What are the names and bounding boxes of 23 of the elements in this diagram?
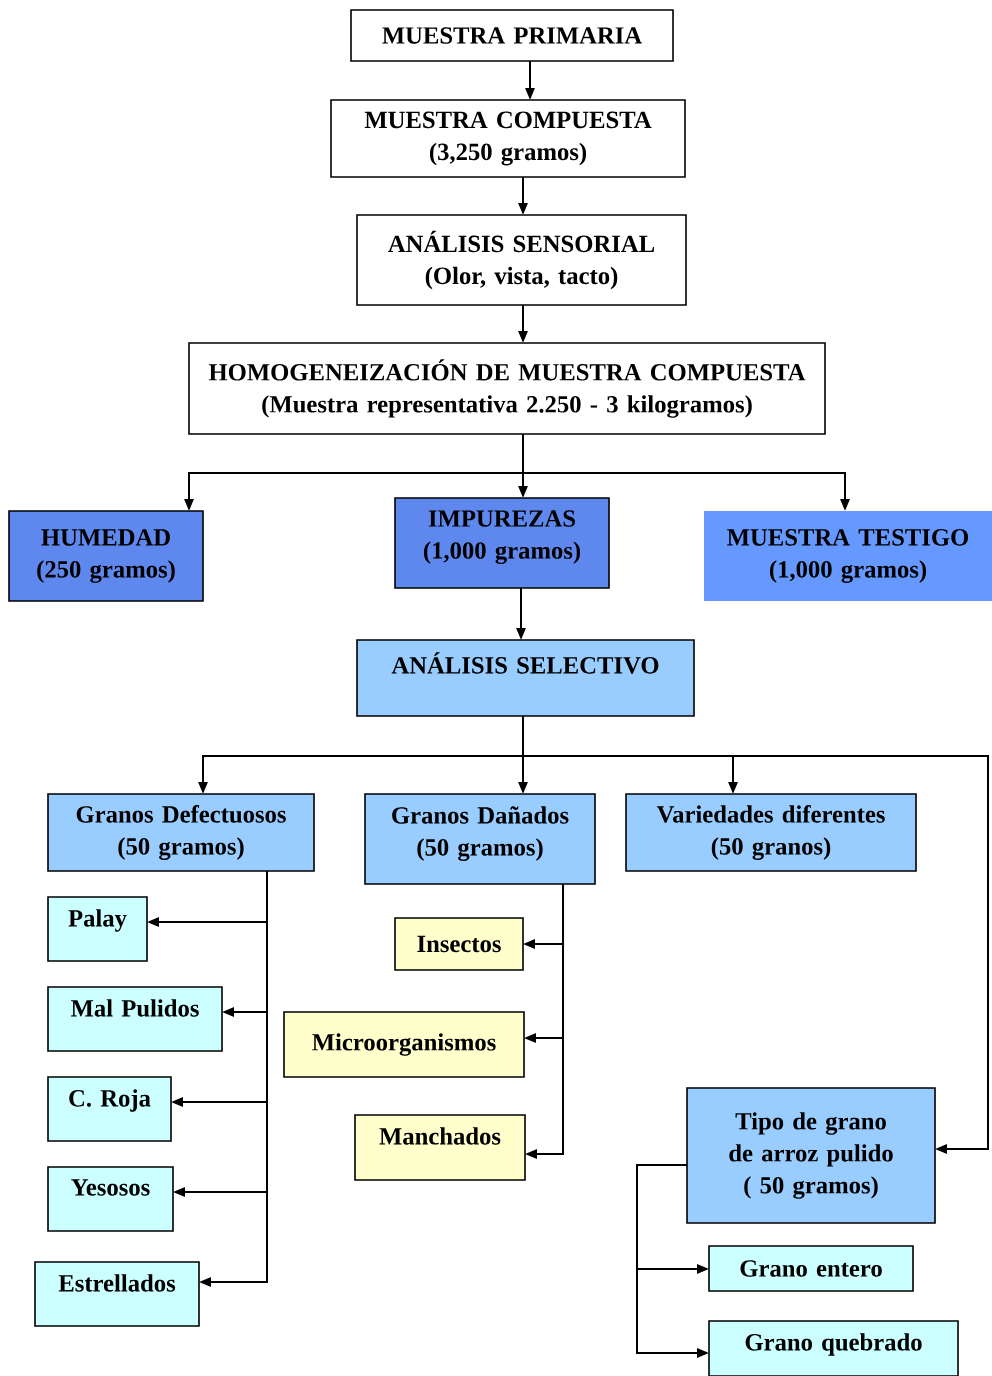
- process-box: Grano quebrado: [708, 1320, 959, 1376]
- process-box: HUMEDAD (250 gramos): [8, 510, 204, 602]
- process-box: Insectos: [394, 917, 524, 971]
- process-box: HOMOGENEIZACIÓN DE MUESTRA COMPUESTA (Muestra representativa 2.250 - 3 kilogramos): [188, 342, 826, 435]
- process-box: Mal Pulidos: [47, 986, 223, 1052]
- process-box: ANÁLISIS SELECTIVO: [356, 639, 695, 717]
- process-box: Variedades diferentes (50 granos): [625, 793, 917, 872]
- process-box: Estrellados: [34, 1261, 200, 1327]
- process-box: ANÁLISIS SENSORIAL (Olor, vista, tacto): [356, 214, 687, 306]
- process-box: Palay: [47, 896, 148, 962]
- process-box: MUESTRA COMPUESTA (3,250 gramos): [330, 99, 686, 178]
- process-box: MUESTRA TESTIGO (1,000 gramos): [704, 511, 992, 601]
- process-box: MUESTRA PRIMARIA: [350, 9, 674, 62]
- process-box: IMPUREZAS (1,000 gramos): [394, 497, 610, 589]
- process-box: Yesosos: [47, 1166, 174, 1232]
- process-box: Granos Dañados (50 gramos): [364, 793, 596, 885]
- process-box: Manchados: [354, 1114, 526, 1181]
- arrow: [522, 715, 989, 1154]
- process-box: C. Roja: [47, 1076, 172, 1142]
- process-box: Granos Defectuosos (50 gramos): [47, 793, 315, 872]
- process-box: Grano entero: [708, 1245, 914, 1292]
- process-box: Microorganismos: [283, 1011, 525, 1078]
- process-box: Tipo de grano de arroz pulido ( 50 gramos): [686, 1087, 936, 1224]
